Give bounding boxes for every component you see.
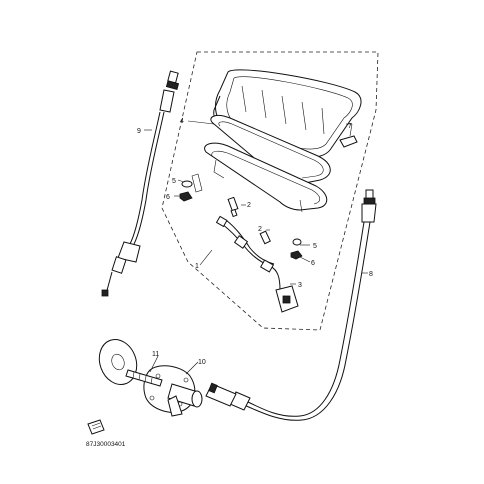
nut-left [179,191,193,202]
callout-7: 7 [348,123,352,130]
nut-right [290,250,303,260]
callout-1: 1 [195,263,199,270]
washer-left [181,173,203,193]
callout-3: 3 [298,282,302,289]
callout-6-left: 6 [166,194,170,201]
diagram-code: 87J30003401 [86,441,126,448]
bulb-socket-upper [227,196,239,218]
callout-9: 9 [137,128,141,135]
tachometer-cable [101,70,180,297]
leader-lines [144,120,368,375]
washer-right [292,238,302,246]
assembly-boundary [161,51,379,331]
callout-2-upper: 2 [247,202,251,209]
meter-case [204,142,328,213]
callout-4: 4 [180,118,184,125]
trip-knob [339,135,358,148]
callout-11: 11 [152,351,159,358]
book-icon [87,419,105,435]
callout-5-left: 5 [172,178,176,185]
callout-2-lower: 2 [258,226,262,233]
bulb-socket-lower [259,230,271,245]
speedometer-cable [205,189,377,421]
callout-10: 10 [198,359,206,366]
callout-8: 8 [369,271,373,278]
drive-gear-unit [143,365,203,417]
drive-disc [98,339,138,385]
callout-6-right: 6 [311,260,315,267]
wire-harness [215,215,299,313]
callout-5-right: 5 [313,243,317,250]
drive-shaft [125,369,163,387]
